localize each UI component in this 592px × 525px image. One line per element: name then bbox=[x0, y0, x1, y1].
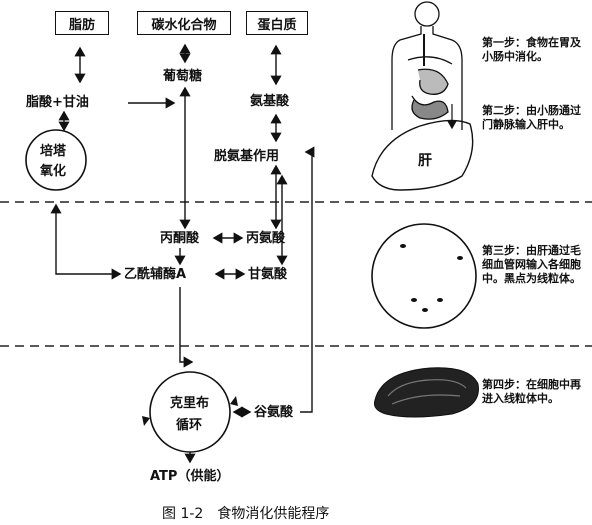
alanine-label: 丙氨酸 bbox=[246, 231, 286, 246]
protein-box: 蛋白质 bbox=[246, 11, 308, 35]
glucose-label: 葡萄糖 bbox=[163, 69, 203, 84]
arrow-acetylcoa-krebs bbox=[179, 287, 194, 368]
carbohydrate-label: 碳水化合物 bbox=[151, 17, 217, 33]
human-body-illustration bbox=[391, 1, 463, 130]
carbohydrate-box: 碳水化合物 bbox=[137, 11, 231, 35]
krebs-cycle-circle bbox=[149, 371, 231, 453]
glutamate-label: 谷氨酸 bbox=[254, 405, 294, 420]
atp-label: ATP（供能） bbox=[150, 469, 230, 484]
fatty-acid-glycerol-label: 脂酸+甘油 bbox=[26, 95, 89, 110]
fat-label: 脂肪 bbox=[68, 17, 95, 33]
protein-label: 蛋白质 bbox=[257, 17, 297, 33]
fat-box: 脂肪 bbox=[55, 11, 109, 35]
beta-oxidation-circle bbox=[25, 129, 87, 191]
krebs-cycle-label-2: 循环 bbox=[176, 418, 203, 433]
figure-caption: 图 1-2 食物消化供能程序 bbox=[162, 506, 330, 522]
step-3-text: 第三步：由肝通过毛细血管网输入各细胞中。黑点为线粒体。 bbox=[482, 244, 581, 285]
krebs-cycle-arrow bbox=[230, 396, 238, 406]
step-4-text: 第四步：在细胞中再进入线粒体中。 bbox=[482, 378, 581, 405]
beta-oxidation-label-2: 氧化 bbox=[40, 164, 67, 179]
pyruvate-label: 丙酮酸 bbox=[160, 231, 200, 246]
amino-acid-label: 氨基酸 bbox=[250, 94, 290, 109]
step-1-text: 第一步：食物在胃及小肠中消化。 bbox=[482, 36, 581, 63]
mitochondrion-illustration bbox=[374, 367, 479, 418]
step-2-text: 第二步：由小肠通过门静脉输入肝中。 bbox=[482, 104, 581, 131]
arrow-glutamate-deamination bbox=[300, 146, 315, 413]
arrow-betaox-acetylcoa bbox=[50, 203, 122, 280]
glycine-label: 甘氨酸 bbox=[248, 267, 288, 282]
deamination-label: 脱氨基作用 bbox=[214, 149, 280, 164]
liver-label: 肝 bbox=[418, 153, 432, 169]
mitochondria-dots bbox=[400, 244, 463, 312]
cell-illustration bbox=[371, 223, 477, 329]
acetyl-coa-label: 乙酰辅酶A bbox=[124, 267, 187, 282]
krebs-cycle-label-1: 克里布 bbox=[170, 396, 210, 411]
beta-oxidation-label-1: 培塔 bbox=[40, 144, 67, 159]
liver-illustration bbox=[371, 119, 474, 191]
